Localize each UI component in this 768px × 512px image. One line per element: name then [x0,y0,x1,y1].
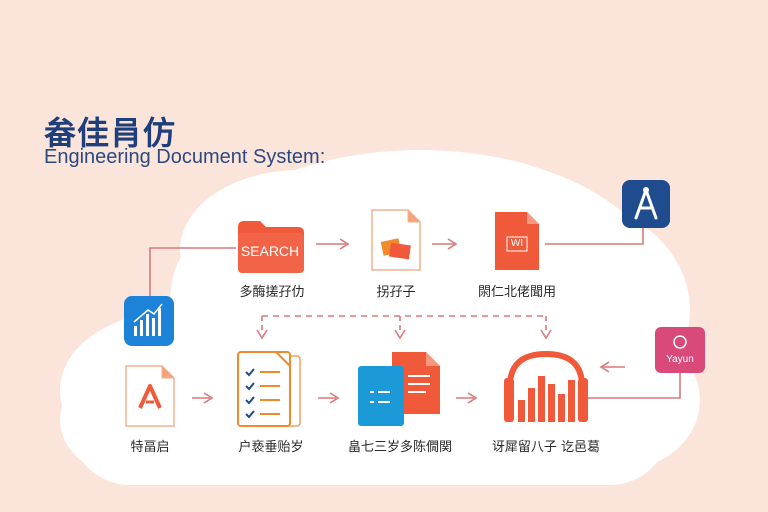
merged-documents-label: 畠七三岁多陈僩関 [347,440,452,455]
pdf-document-icon[interactable] [124,364,176,428]
yayun-app-text: Yayun [666,354,694,365]
page-title: 畚佳肙仿 [44,114,177,152]
wi-document-label: 閖仁北佬聞用 [477,285,556,300]
search-folder-label: 多酶搓孖仂 [239,285,305,300]
document-shapes-label: 拐孖子 [376,285,416,300]
search-folder-icon[interactable]: SEARCH [236,217,306,275]
wi-document-text: WI [510,238,524,249]
audio-chart-icon[interactable] [500,350,592,424]
checklist-icon[interactable] [236,350,306,430]
bar-chart-app-icon[interactable] [124,296,174,346]
audio-chart-label: 讶犀留八子 讫邑葛 [491,440,601,455]
search-folder-text: SEARCH [240,243,300,259]
pdf-document-label: 特畐启 [130,440,170,455]
yayun-app-icon[interactable]: Yayun [655,327,705,373]
merged-documents-icon[interactable] [356,350,442,430]
connector-lines [149,228,681,404]
document-shapes-icon[interactable] [370,208,422,272]
checklist-label: 户亵垂贻岁 [238,440,304,455]
wi-document-icon[interactable]: WI [493,210,541,272]
compass-a-icon[interactable] [622,180,670,228]
page-subtitle: Engineering Document System: [44,146,326,168]
